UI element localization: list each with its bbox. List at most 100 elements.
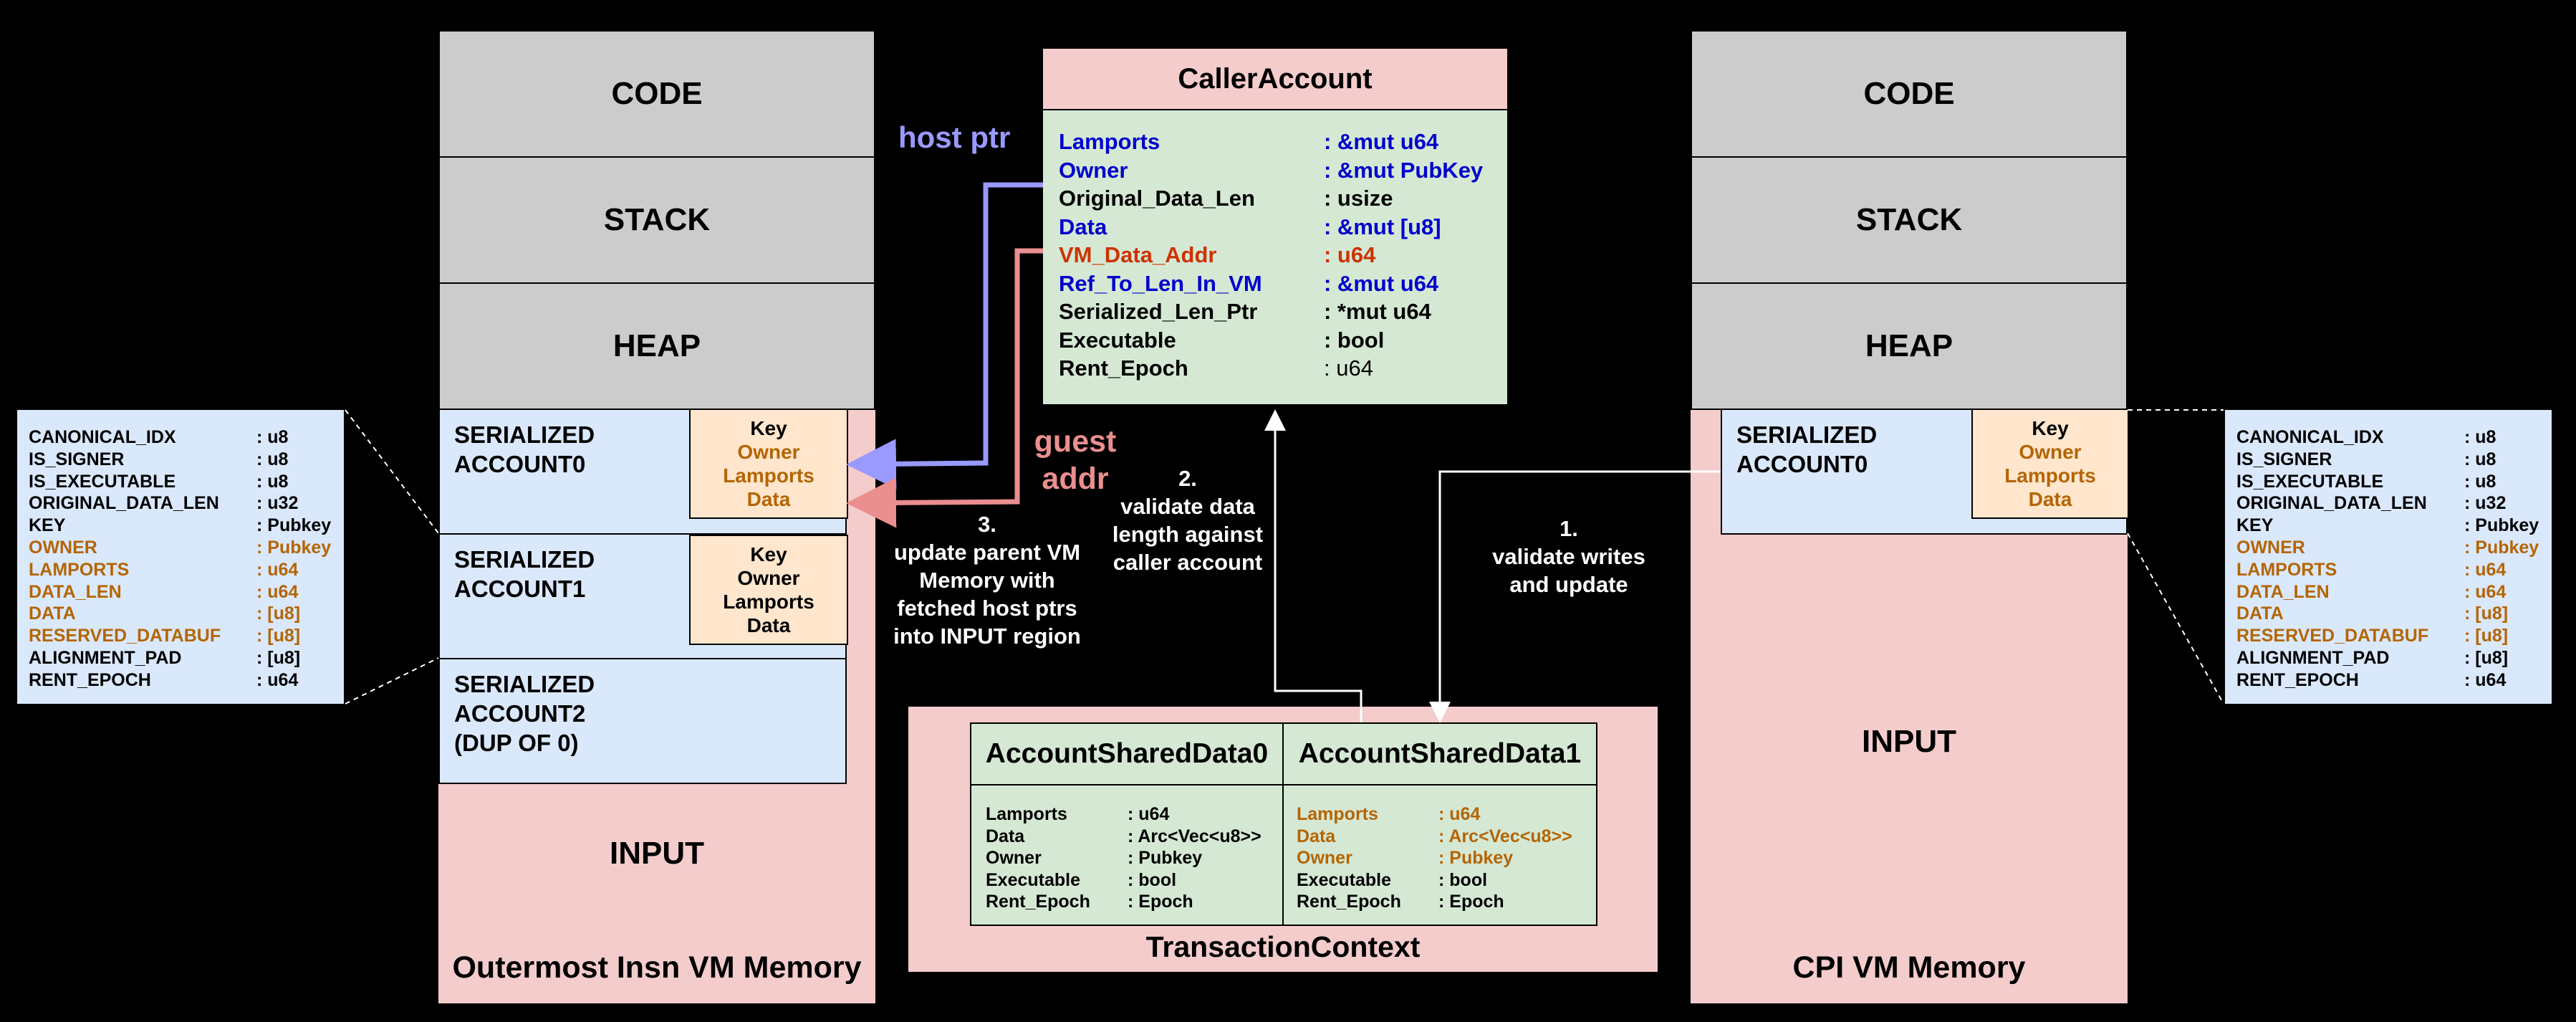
field-type: : u64	[1324, 242, 1376, 267]
caller-account-header: CallerAccount	[1042, 47, 1509, 110]
field-name: DATA	[2236, 603, 2284, 624]
serialized-field-row: OWNER: Pubkey	[29, 538, 331, 558]
left-stack-segment: STACK	[438, 156, 875, 284]
key-label: Key	[750, 417, 787, 439]
field-type: : [u8]	[2464, 648, 2509, 668]
host-ptr-label: host ptr	[898, 120, 1011, 154]
right-input-label: INPUT	[1862, 724, 1956, 759]
field-type: : u64	[2464, 581, 2507, 602]
right-stack-segment: STACK	[1691, 156, 2128, 284]
field-name: Lamports	[1297, 804, 1378, 824]
serialized-field-row: RESERVED_DATABUF: [u8]	[29, 626, 300, 646]
field-name: LAMPORTS	[2236, 559, 2337, 580]
serialized-field-row: KEY : Pubkey	[2236, 515, 2539, 536]
account-field-row: Lamports: u64	[1297, 804, 1480, 825]
account-title: SERIALIZED ACCOUNT0	[1736, 421, 1878, 477]
left-code-segment: CODE	[438, 30, 875, 158]
lamports-label: Lamports	[2004, 464, 2096, 487]
serialized-field-row: IS_SIGNER: u8	[29, 449, 288, 470]
field-name: Data	[986, 826, 1025, 846]
field-type: : bool	[1128, 869, 1177, 890]
field-name: CANONICAL_IDX	[29, 427, 176, 447]
field-name: OWNER	[2236, 538, 2305, 558]
field-type: : Pubkey	[2464, 515, 2539, 536]
field-name: Serialized_Len_Ptr	[1059, 299, 1258, 324]
left-serialized-account1: SERIALIZED ACCOUNT1 Key Owner Lamports D…	[438, 533, 848, 659]
field-name: Rent_Epoch	[1297, 892, 1401, 912]
serialized-field-row: IS_EXECUTABLE: u8	[2236, 471, 2496, 492]
field-type: : u32	[2464, 493, 2507, 514]
key-label: Key	[2032, 417, 2069, 439]
field-type: : Pubkey	[2464, 538, 2539, 558]
step3-label: 3. update parent VM Memory with fetched …	[893, 512, 1081, 649]
field-name: Rent_Epoch	[1059, 355, 1188, 381]
caller-account-field-row: Ref_To_Len_In_VM: &mut u64	[1059, 271, 1438, 297]
field-type: : u8	[256, 449, 289, 469]
left-memory-caption: Outermost Insn VM Memory	[452, 950, 862, 985]
field-type: : &mut PubKey	[1324, 157, 1484, 183]
field-name: Owner	[1059, 157, 1128, 183]
account-shared-data1-title: AccountSharedData1	[1284, 724, 1596, 785]
field-name: Data	[1059, 214, 1107, 239]
caller-account-field-row: VM_Data_Addr: u64	[1059, 242, 1375, 268]
account-field-row: Lamports: u64	[986, 804, 1169, 825]
caller-account-field-row: Rent_Epoch : u64	[1059, 355, 1373, 381]
field-type: : u8	[256, 471, 289, 492]
serialized-field-row: ORIGINAL_DATA_LEN: u32	[29, 493, 298, 514]
field-type: : &mut [u8]	[1324, 214, 1441, 239]
serialized-field-row: LAMPORTS: u64	[2236, 559, 2506, 581]
left-zoom-line-top	[345, 409, 439, 534]
field-type: : [u8]	[256, 603, 301, 624]
account-field-row: Data: Arc<Vec<u8>>	[986, 826, 1261, 847]
field-name: DATA_LEN	[2236, 581, 2330, 602]
account-title: SERIALIZED ACCOUNT0	[454, 421, 595, 477]
field-type: : u64	[256, 559, 299, 580]
field-type: : &mut u64	[1324, 129, 1439, 154]
serialized-field-row: IS_SIGNER : u8	[2236, 449, 2496, 470]
field-type: : Pubkey	[1128, 848, 1203, 868]
owner-label: Owner	[737, 441, 800, 463]
field-name: DATA	[29, 603, 76, 624]
account-field-row: Rent_Epoch: Epoch	[986, 892, 1193, 912]
field-name: RENT_EPOCH	[2236, 669, 2359, 690]
field-type: : u32	[256, 493, 299, 514]
serialized-field-row: ALIGNMENT_PAD: [u8]	[2236, 648, 2508, 669]
right-zoom-line-bottom	[2127, 533, 2224, 705]
account-field-row: Owner: Pubkey	[986, 848, 1202, 869]
serialized-field-row: OWNER : Pubkey	[2236, 538, 2539, 558]
field-name: RENT_EPOCH	[29, 669, 151, 690]
account-field-row: Owner: Pubkey	[1297, 848, 1513, 869]
left-zoom-line-bottom	[345, 657, 439, 705]
field-type: : u64	[1324, 355, 1373, 381]
serialized-field-row: CANONICAL_IDX: u8	[2236, 427, 2496, 448]
field-name: LAMPORTS	[29, 559, 130, 580]
field-name: IS_SIGNER	[2236, 449, 2332, 469]
step1-label: 1. validate writes and update	[1492, 516, 1645, 597]
right-serialized-account0: SERIALIZED ACCOUNT0 Key Owner Lamports D…	[1721, 409, 2129, 535]
account-field-row: Data: Arc<Vec<u8>>	[1297, 826, 1572, 847]
serialized-field-row: DATA_LEN: u64	[29, 582, 298, 603]
left-serialized-account2: SERIALIZED ACCOUNT2 (DUP OF 0)	[438, 658, 847, 784]
field-type: : u8	[256, 427, 289, 447]
field-type: : Arc<Vec<u8>>	[1438, 826, 1572, 846]
field-name: IS_EXECUTABLE	[2236, 471, 2384, 492]
field-type: : u8	[2464, 449, 2496, 469]
account-title: SERIALIZED ACCOUNT2 (DUP OF 0)	[454, 671, 595, 756]
account-key-box: Key Owner Lamports Data	[689, 535, 848, 645]
field-name: Executable	[1059, 327, 1176, 353]
field-type: : usize	[1324, 186, 1393, 211]
field-name: Owner	[1297, 848, 1352, 868]
serialized-field-row: DATA_LEN : u64	[2236, 581, 2506, 603]
left-input-label: INPUT	[610, 836, 704, 871]
field-type: : Pubkey	[256, 515, 332, 536]
serialized-field-row: KEY: Pubkey	[29, 515, 331, 536]
left-heap-segment: HEAP	[438, 282, 875, 410]
field-name: KEY	[2236, 515, 2274, 536]
field-type: : Epoch	[1438, 892, 1504, 912]
account-key-box: Key Owner Lamports Data	[1971, 409, 2129, 519]
